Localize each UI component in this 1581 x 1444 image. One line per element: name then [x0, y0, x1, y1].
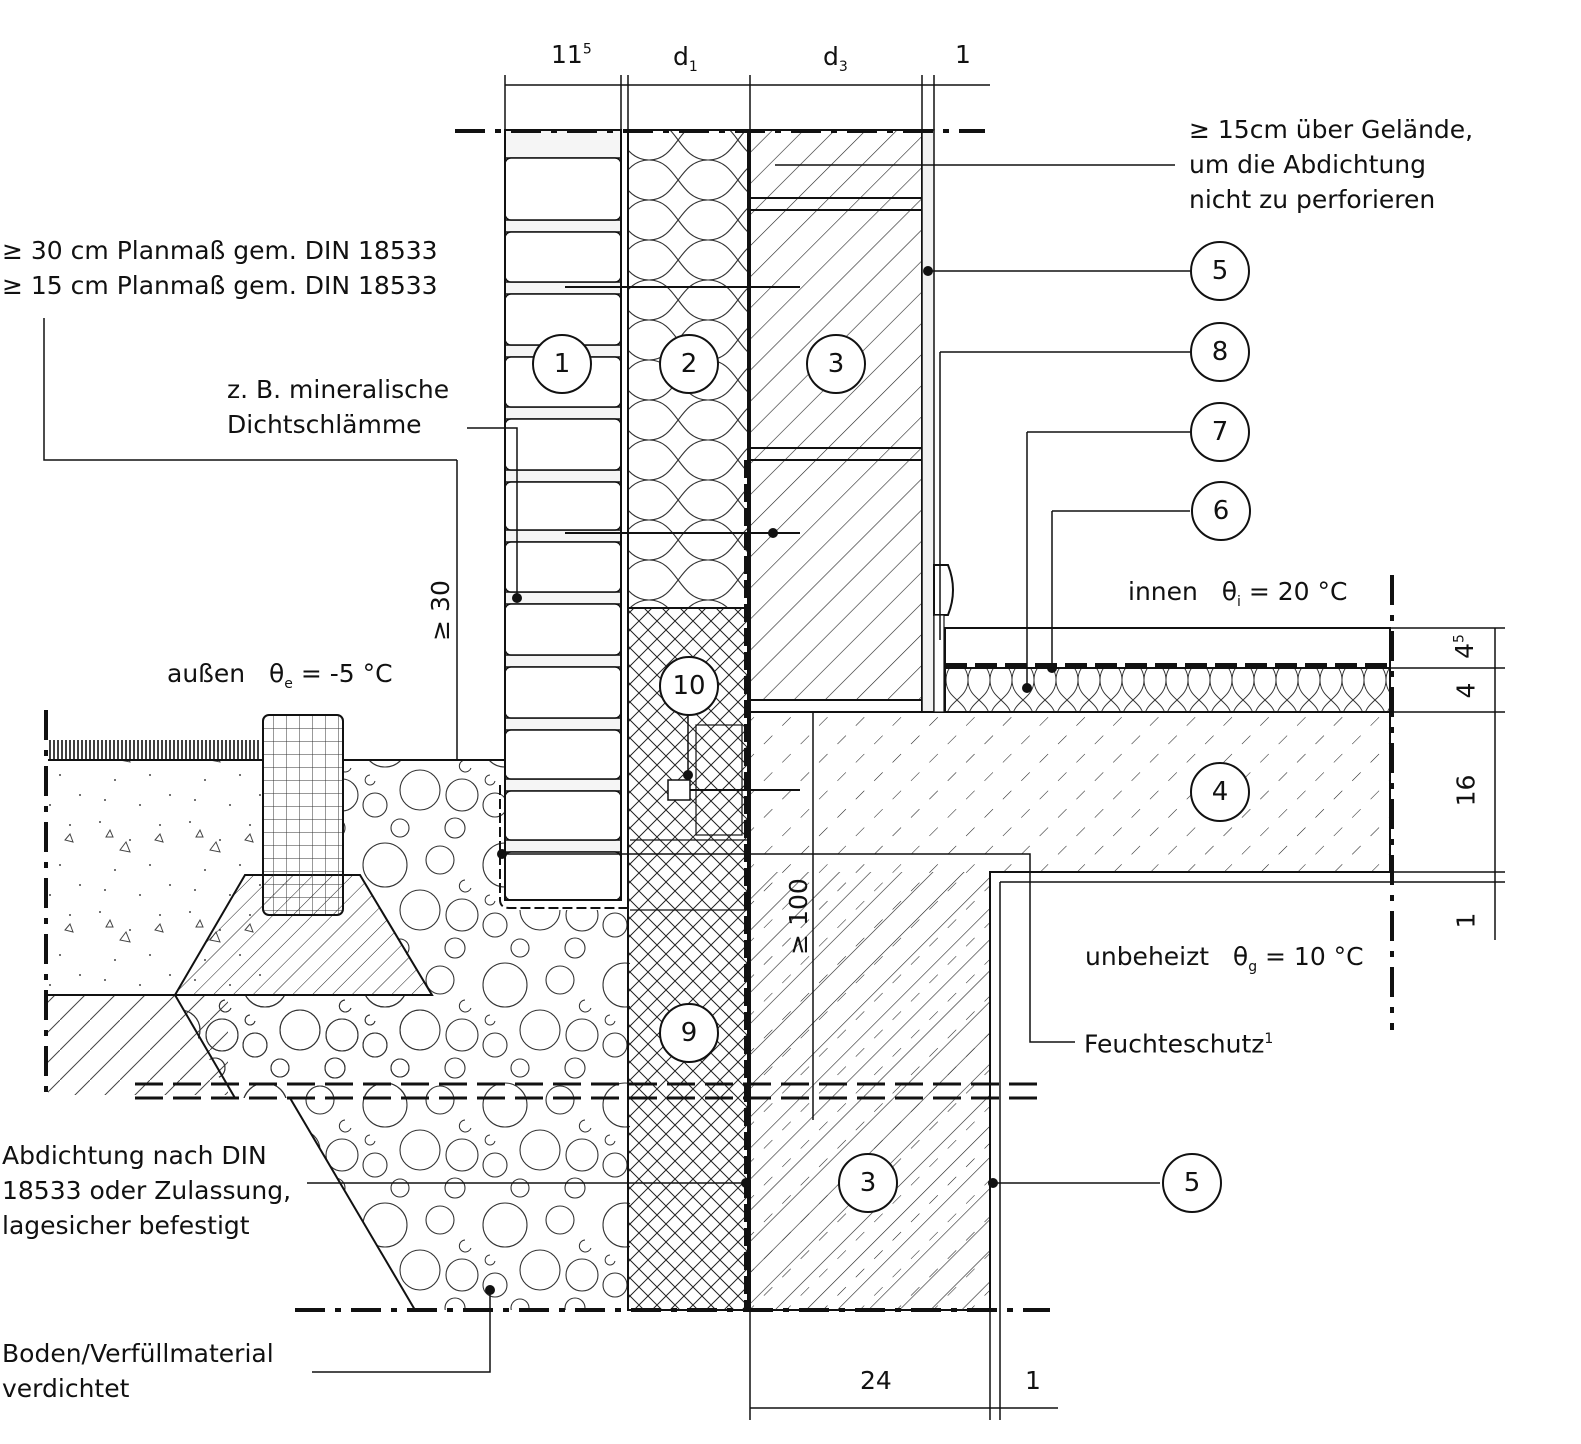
upper-masonry-wall	[749, 129, 923, 701]
dim-d3: d3	[823, 42, 848, 75]
leader-dots	[485, 266, 1057, 1295]
dim-min-30: ≥ 30	[425, 580, 455, 641]
leader-lines	[43, 164, 1190, 1373]
marker-8: 8	[1190, 322, 1250, 382]
gravel-fill-lower	[175, 995, 430, 1098]
grass-strip	[49, 740, 259, 760]
dim-ceiling-plaster: 1	[1451, 912, 1481, 929]
marker-1: 1	[532, 334, 592, 394]
section-break-lines	[44, 129, 1394, 1312]
label-outside-temp: außen θe = -5 °C	[167, 659, 393, 692]
dimension-lines	[456, 75, 1505, 1420]
support-bracket	[695, 724, 743, 836]
kerb-stone	[262, 714, 344, 916]
skirting-board	[933, 564, 954, 616]
marker-2: 2	[659, 334, 719, 394]
screed	[944, 627, 1391, 669]
marker-4: 4	[1190, 762, 1250, 822]
dim-brick-thickness: 115	[551, 40, 592, 69]
dim-wall-24: 24	[860, 1366, 892, 1395]
marker-6: 6	[1191, 481, 1251, 541]
marker-5: 5	[1190, 241, 1250, 301]
dim-insulation: 4	[1451, 682, 1481, 699]
dim-plaster-bottom: 1	[1025, 1366, 1041, 1395]
label-planmass: ≥ 30 cm Planmaß gem. DIN 18533≥ 15 cm Pl…	[2, 236, 438, 300]
label-inside-temp: innen θi = 20 °C	[1128, 577, 1348, 610]
marker-9: 9	[659, 1003, 719, 1063]
dim-min-100: ≥ 100	[783, 878, 813, 955]
marker-3: 3	[806, 334, 866, 394]
dim-screed: 45	[1449, 634, 1479, 659]
basement-wall	[750, 872, 990, 1310]
dim-d1: d1	[673, 42, 698, 75]
impact-sound-insulation	[944, 667, 1391, 713]
label-feuchteschutz: Feuchteschutz1	[1084, 1029, 1274, 1059]
marker-3-lower: 3	[838, 1153, 898, 1213]
facing-brick-wall	[504, 129, 622, 901]
marker-10: 10	[659, 656, 719, 716]
label-unheated-temp: unbeheizt θg = 10 °C	[1085, 942, 1364, 975]
dim-slab: 16	[1451, 774, 1481, 807]
dim-plaster-top: 1	[955, 40, 971, 69]
marker-5-lower: 5	[1162, 1153, 1222, 1213]
marker-7: 7	[1190, 402, 1250, 462]
interior-plaster	[921, 129, 935, 713]
